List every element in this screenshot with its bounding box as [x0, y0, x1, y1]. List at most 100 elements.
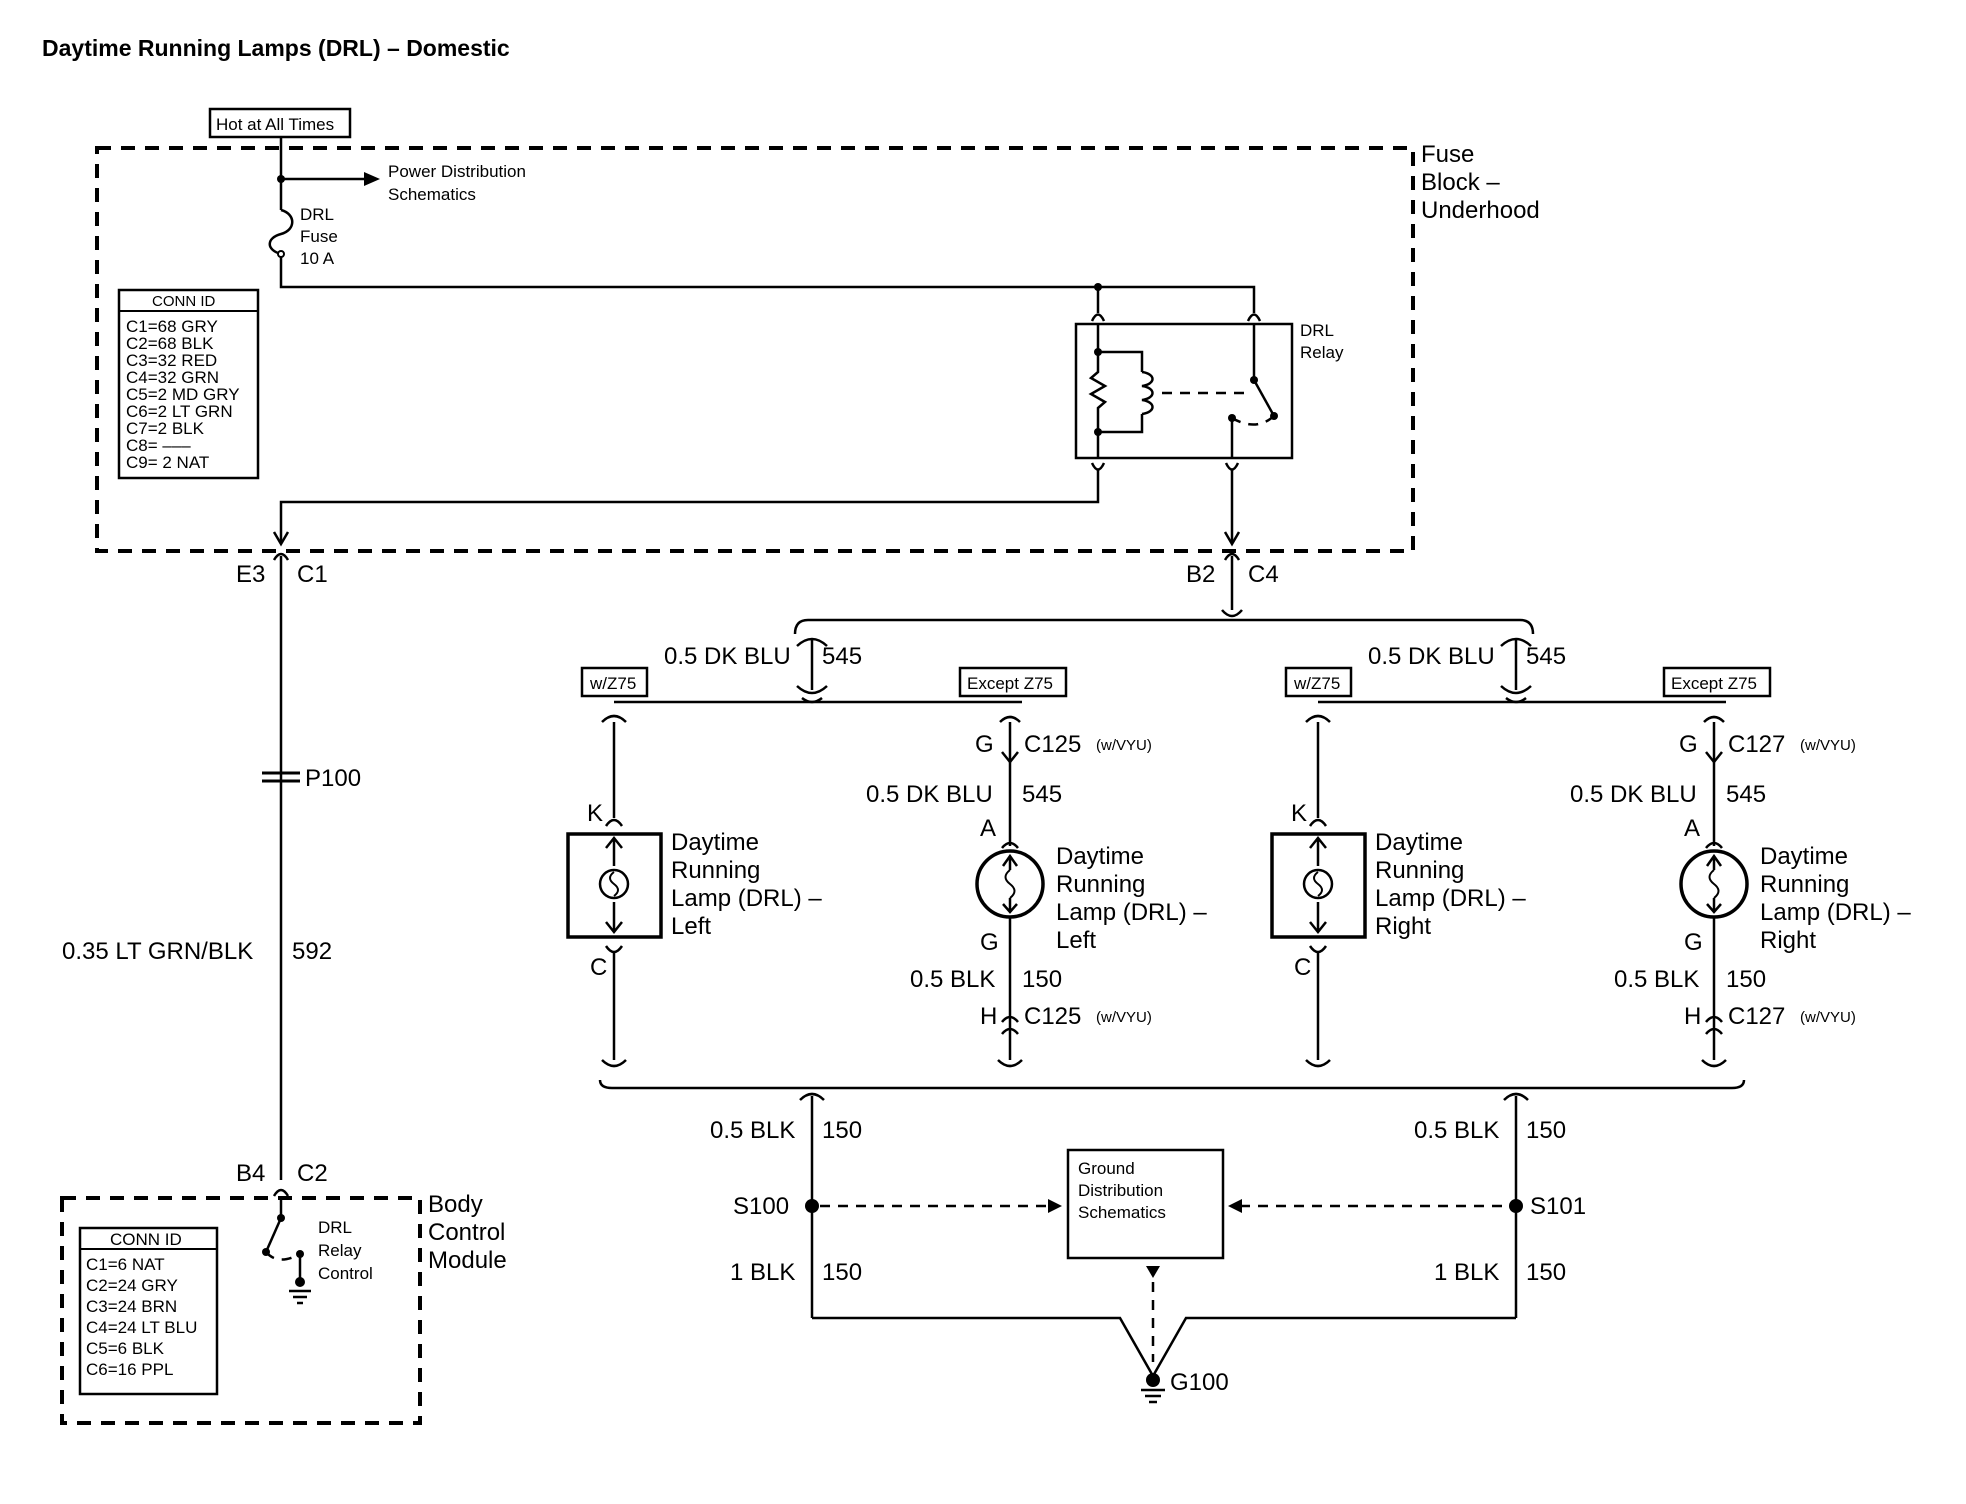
p100-label: P100 — [305, 765, 361, 792]
coil-winding-lead — [1098, 350, 1144, 372]
coil-winding — [1141, 370, 1154, 416]
right-c127-vyu-top: (w/VYU) — [1800, 737, 1856, 754]
drl-relay-label: DRL Relay — [1300, 321, 1344, 362]
relay-switch-blade — [1252, 379, 1276, 417]
right-wz75-pin-k: K — [1291, 800, 1307, 827]
left-dk-blu-top-bracket — [796, 637, 828, 647]
right-c127-lamp-name: Daytime Running Lamp (DRL) – Right — [1760, 843, 1917, 954]
right-c127-arrow — [1705, 751, 1723, 765]
right-c127-up-arrow — [1705, 853, 1723, 870]
bcm-wire-color: 0.35 LT GRN/BLK — [62, 938, 253, 965]
right-c127-pin-h: H — [1684, 1003, 1701, 1030]
left-dk-blu-color: 0.5 DK BLU — [664, 643, 791, 670]
bcm-outline — [60, 1196, 422, 1425]
switch-travel — [1231, 415, 1275, 426]
right-c127-blk-color: 0.5 BLK — [1614, 966, 1699, 993]
ground-left-blk-color: 0.5 BLK — [710, 1117, 795, 1144]
relay-terminal-bottom-right — [1224, 462, 1240, 471]
bcm-relay-control-label: DRL Relay Control — [318, 1218, 373, 1283]
left-c125-pin-a: A — [980, 815, 996, 842]
e3-c1-connector — [272, 552, 290, 561]
fuse-block-conn-id-header: CONN ID — [152, 293, 216, 310]
upper-harness-bracket — [793, 618, 1535, 635]
fuse-block-conn-id-list: C1=68 GRY C2=68 BLK C3=32 RED C4=32 GRN … — [126, 317, 244, 472]
c2-label: C2 — [297, 1160, 328, 1187]
c4-label: C4 — [1248, 561, 1279, 588]
right-wz75-up-arrow — [1309, 835, 1327, 866]
right-c127-pin-g-top: G — [1679, 731, 1698, 758]
g100-node — [1146, 1373, 1160, 1387]
right-wz75-pin-k-terminal — [1308, 818, 1328, 827]
left-c125-dk-blu-circuit: 545 — [1022, 781, 1062, 808]
right-c127-dk-blu-color: 0.5 DK BLU — [1570, 781, 1697, 808]
right-dk-blu-color: 0.5 DK BLU — [1368, 643, 1495, 670]
right-wz75-down-arrow — [1309, 902, 1327, 935]
right-wz75-label: w/Z75 — [1293, 674, 1340, 693]
left-wz75-top-bracket — [601, 714, 627, 723]
right-c127-filament — [1708, 869, 1720, 899]
left-wz75-box — [580, 666, 649, 698]
left-except-z75-label: Except Z75 — [967, 674, 1053, 693]
right-c127-top-bracket — [1703, 715, 1725, 723]
relay-terminal-bottom-left — [1090, 462, 1106, 471]
drl-fuse-symbol — [268, 208, 294, 256]
ground-dist-down-arrow — [1146, 1266, 1160, 1278]
right-c127-pin-a-terminal — [1705, 841, 1723, 849]
left-c125-blk-circuit: 150 — [1022, 966, 1062, 993]
c1-label: C1 — [297, 561, 328, 588]
bcm-conn-id-table — [78, 1226, 219, 1396]
ground-right-1blk-color: 1 BLK — [1434, 1259, 1499, 1286]
left-wz75-bulb-icon — [598, 868, 630, 900]
left-wz75-pin-k: K — [587, 800, 603, 827]
ground-harness-bus — [598, 1079, 1746, 1090]
right-c127-label-top: C127 — [1728, 731, 1785, 758]
bcm-conn-id-list: C1=6 NAT C2=24 GRY C3=24 BRN C4=24 LT BL… — [86, 1255, 202, 1379]
ground-right-bracket — [1503, 1092, 1529, 1101]
left-dk-blu-circuit: 545 — [822, 643, 862, 670]
left-c125-pin-h: H — [980, 1003, 997, 1030]
right-c127-label-bottom: C127 — [1728, 1003, 1785, 1030]
left-c125-vyu-bottom: (w/VYU) — [1096, 1009, 1152, 1026]
e3-label: E3 — [236, 561, 265, 588]
bcm-conn-id-header: CONN ID — [110, 1230, 182, 1249]
left-wz75-pin-c-terminal — [604, 945, 624, 954]
b4-c2-connector — [272, 1188, 290, 1197]
right-wz75-top-bracket — [1305, 714, 1331, 723]
coil-resistor — [1088, 352, 1108, 432]
b2-arrow — [1223, 531, 1241, 547]
left-c125-arrow — [1001, 751, 1019, 765]
bcm-wire-circuit: 592 — [292, 938, 332, 965]
right-except-z75-label: Except Z75 — [1671, 674, 1757, 693]
right-wz75-lamp-name: Daytime Running Lamp (DRL) – Right — [1375, 829, 1532, 940]
ground-left-bracket — [799, 1092, 825, 1101]
fuse-block-conn-id-table — [117, 288, 260, 480]
hot-at-all-times-label: Hot at All Times — [216, 115, 334, 134]
relay-coil-to-e3-wire — [279, 470, 1100, 542]
left-wz75-bottom-bracket — [601, 1059, 627, 1068]
fuse-block-outline — [95, 146, 1415, 553]
coil-winding-return — [1098, 414, 1144, 434]
right-c127-vyu-bottom: (w/VYU) — [1800, 1009, 1856, 1026]
right-wz75-pin-c: C — [1294, 954, 1311, 981]
left-c125-h-terminal — [1001, 1015, 1019, 1035]
g100-label: G100 — [1170, 1369, 1229, 1396]
left-c125-bottom-bracket — [997, 1059, 1023, 1068]
relay-terminal-top-right — [1246, 313, 1262, 322]
right-wz75-bulb-icon — [1302, 868, 1334, 900]
left-c125-vyu-top: (w/VYU) — [1096, 737, 1152, 754]
bcm-label: Body Control Module — [428, 1191, 512, 1274]
right-c127-pin-g: G — [1684, 929, 1703, 956]
right-option-split — [1505, 696, 1527, 704]
right-dk-blu-top-bracket — [1500, 637, 1532, 647]
fuse-terminal — [277, 250, 285, 258]
fuse-to-relay-wire — [279, 257, 1256, 313]
right-c127-h-terminal — [1705, 1015, 1723, 1035]
s100-label: S100 — [733, 1193, 789, 1220]
ground-right-1blk-circuit: 150 — [1526, 1259, 1566, 1286]
s101-label: S101 — [1530, 1193, 1586, 1220]
ground-left-to-g100 — [812, 1316, 1155, 1377]
power-dist-arrow — [364, 172, 380, 186]
ground-left-1blk-circuit: 150 — [822, 1259, 862, 1286]
ground-left-blk-circuit: 150 — [822, 1117, 862, 1144]
